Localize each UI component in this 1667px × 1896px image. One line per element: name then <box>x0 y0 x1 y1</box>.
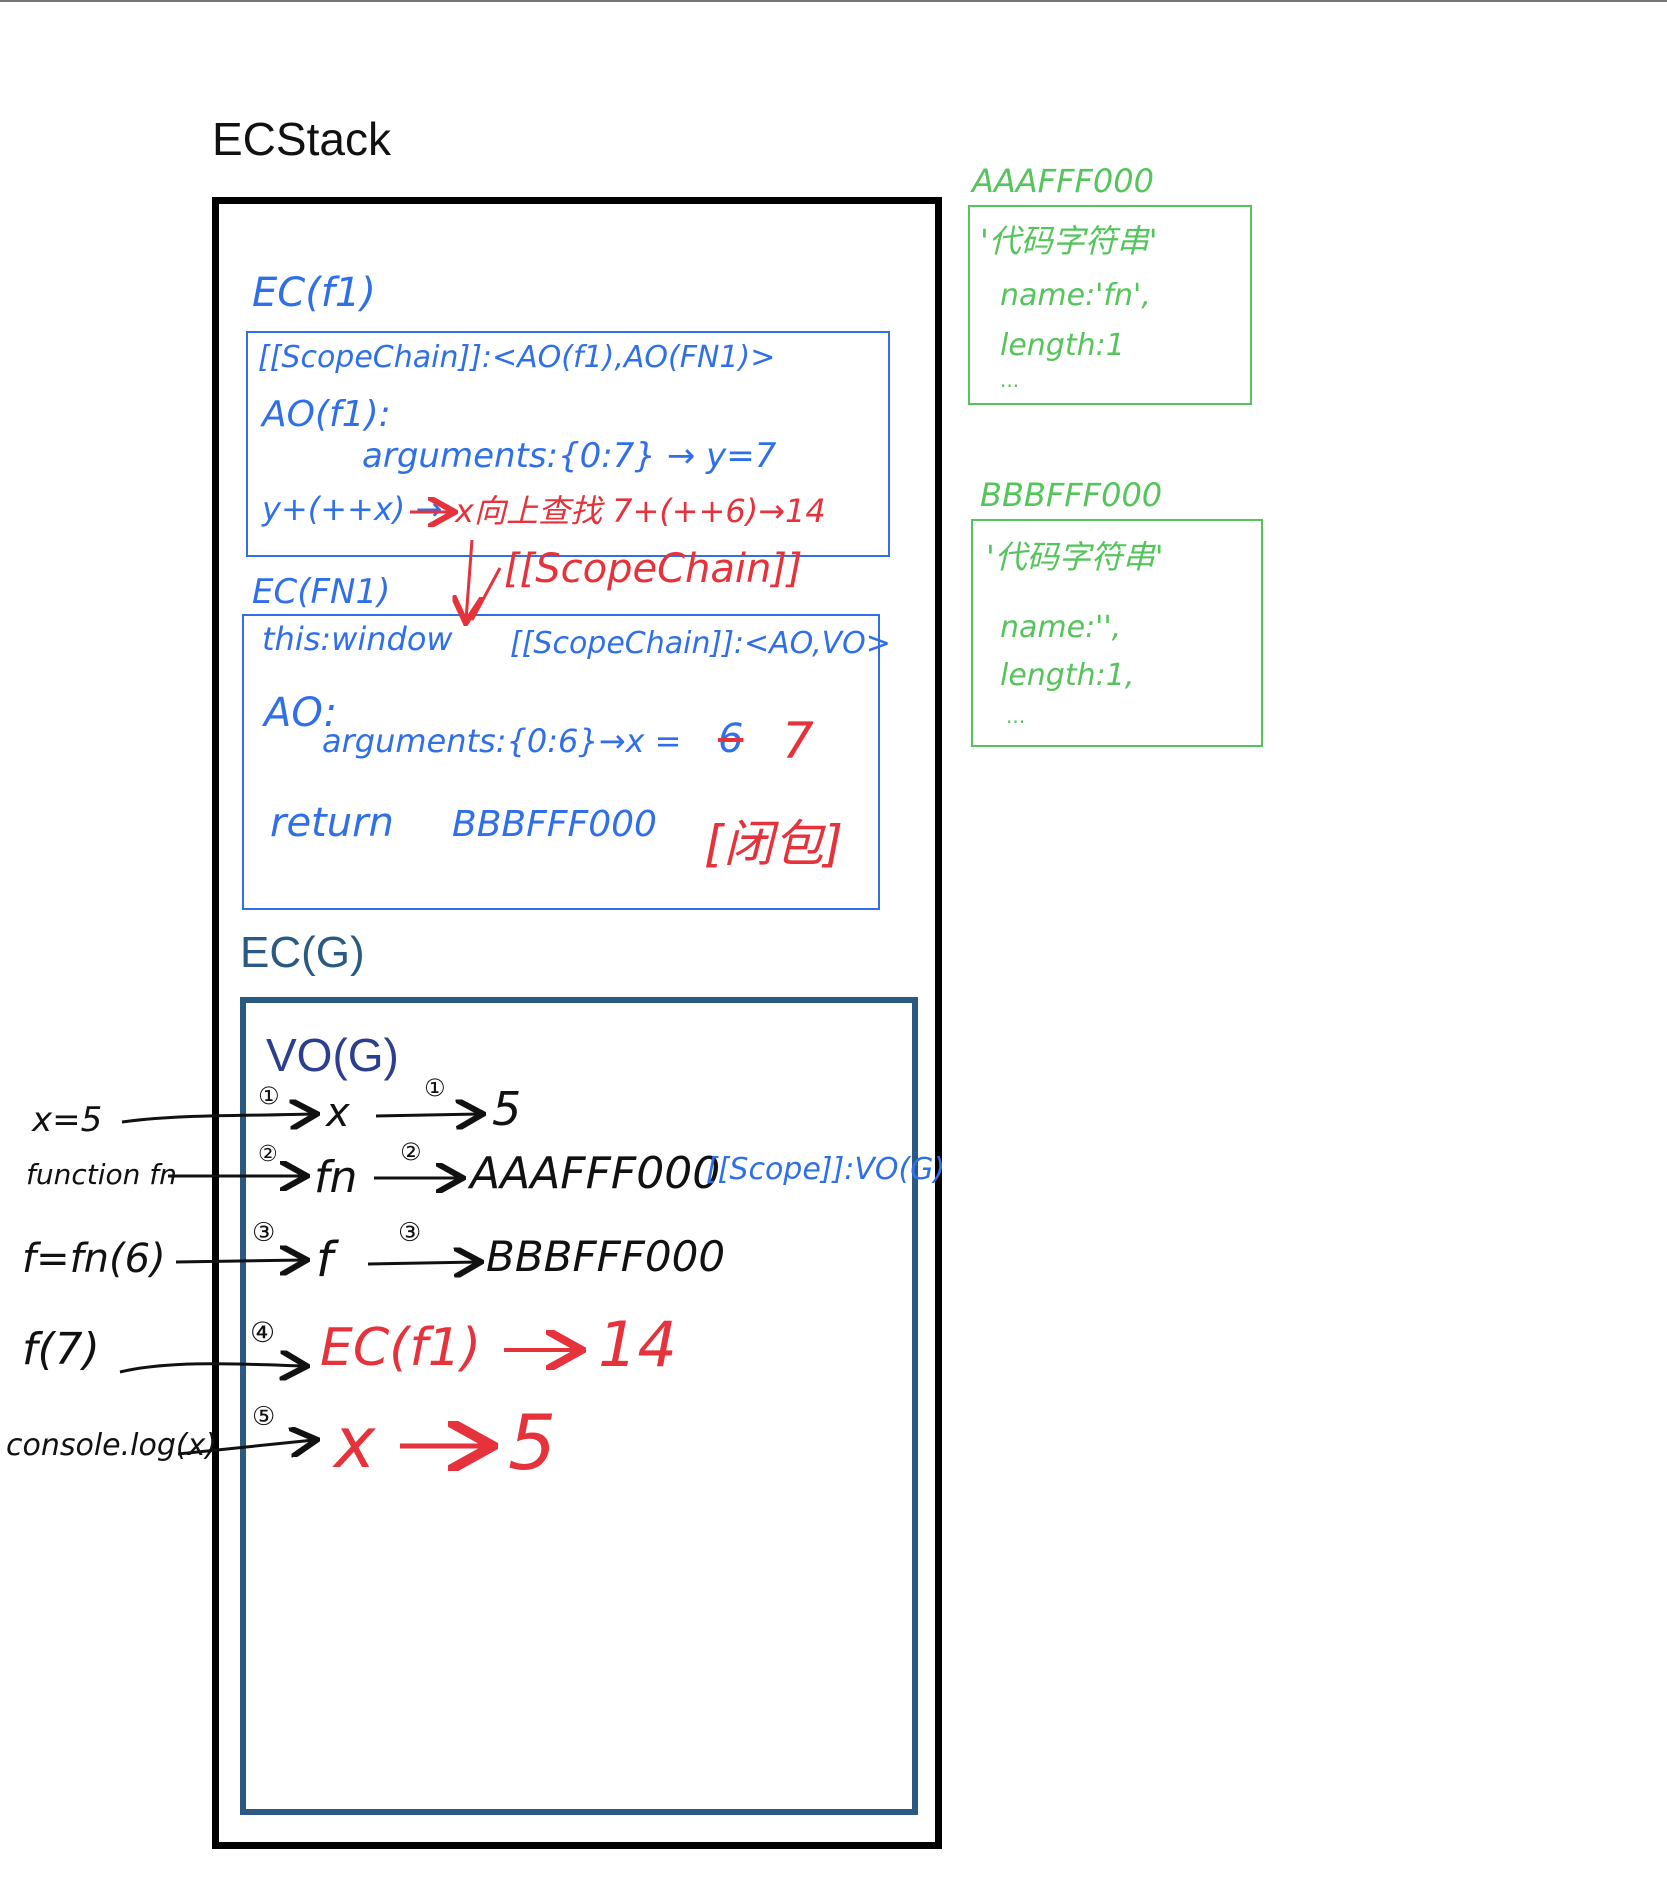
step-marker: ① <box>424 1074 446 1102</box>
ec-fn1-label: EC(FN1) <box>252 572 391 612</box>
ec-f1-lookup-note: x向上查找 7+(++6)→14 <box>455 492 826 530</box>
ec-fn1-arguments: arguments:{0:6}→x = <box>322 722 682 760</box>
ec-f1-box <box>246 331 890 557</box>
ec-f1-ao: AO(f1): <box>262 394 391 435</box>
heap-more: ... <box>1000 368 1020 392</box>
code-line: x=5 <box>32 1100 103 1140</box>
ec-f1-expression: y+(++x) → <box>262 490 443 528</box>
step-marker: ② <box>400 1138 422 1166</box>
closure-label: [闭包] <box>704 815 844 873</box>
ec-g-box <box>240 997 918 1815</box>
code-line: console.log(x) <box>6 1428 218 1463</box>
top-border <box>0 0 1667 2</box>
heap-address: AAAFFF000 <box>470 1148 721 1199</box>
vo-g-title: VO(G) <box>266 1029 399 1081</box>
heap-name-prop: name:'', <box>1000 610 1122 645</box>
code-line: f=fn(6) <box>22 1236 166 1282</box>
ec-fn1-return-label: return <box>270 800 394 846</box>
scope-annotation: [[Scope]]:VO(G) <box>706 1152 946 1187</box>
step-marker: ② <box>258 1142 278 1167</box>
heap-more: ... <box>1006 704 1026 728</box>
log-result: 5 <box>508 1398 557 1487</box>
heap-length-prop: length:1 <box>1000 328 1125 363</box>
heap-name-prop: name:'fn', <box>1000 278 1151 313</box>
step-marker: ⑤ <box>252 1402 276 1432</box>
variable-value: 5 <box>492 1082 522 1136</box>
ecstack-title: ECStack <box>212 113 391 165</box>
heap-code-string: '代码字符串' <box>986 538 1164 576</box>
ec-f1-scope-chain: [[ScopeChain]]:<AO(f1),AO(FN1)> <box>258 340 776 375</box>
ec-f1-label: EC(f1) <box>252 270 376 316</box>
step-marker: ① <box>258 1082 280 1110</box>
ec-fn1-ao: AO: <box>264 690 338 736</box>
heap-address: BBBFFF000 <box>486 1232 726 1281</box>
ec-fn1-return-value: BBBFFF000 <box>452 804 657 845</box>
heap-address-label: AAAFFF000 <box>972 162 1154 200</box>
step-marker: ③ <box>398 1218 422 1248</box>
heap-code-string: '代码字符串' <box>980 222 1158 260</box>
heap-object-box <box>971 519 1263 747</box>
ec-fn1-old-value: 6 <box>718 716 744 762</box>
ec-f1-arguments: arguments:{0:7} → y=7 <box>362 436 777 476</box>
ec-fn1-scope-chain: [[ScopeChain]]:<AO,VO> <box>510 626 891 661</box>
ecstack-box <box>212 197 942 1849</box>
ec-fn1-new-value: 7 <box>782 712 814 770</box>
ec-g-label: EC(G) <box>240 928 365 977</box>
heap-length-prop: length:1, <box>1000 658 1135 693</box>
variable-name: x <box>326 1090 350 1136</box>
heap-address-label: BBBFFF000 <box>980 476 1163 514</box>
ec-fn1-this: this:window <box>262 620 453 658</box>
step-marker: ③ <box>252 1218 276 1248</box>
call-context: EC(f1) <box>320 1318 482 1378</box>
code-line: function fn <box>26 1158 177 1191</box>
log-variable: x <box>334 1402 376 1484</box>
variable-name: fn <box>314 1152 358 1203</box>
ec-fn1-box <box>242 614 880 910</box>
heap-object-box <box>968 205 1252 405</box>
call-result: 14 <box>598 1308 677 1381</box>
scope-chain-link-label: [[ScopeChain]] <box>504 546 803 592</box>
code-line: f(7) <box>22 1324 100 1375</box>
step-marker: ④ <box>250 1316 276 1349</box>
variable-name: f <box>316 1232 333 1288</box>
